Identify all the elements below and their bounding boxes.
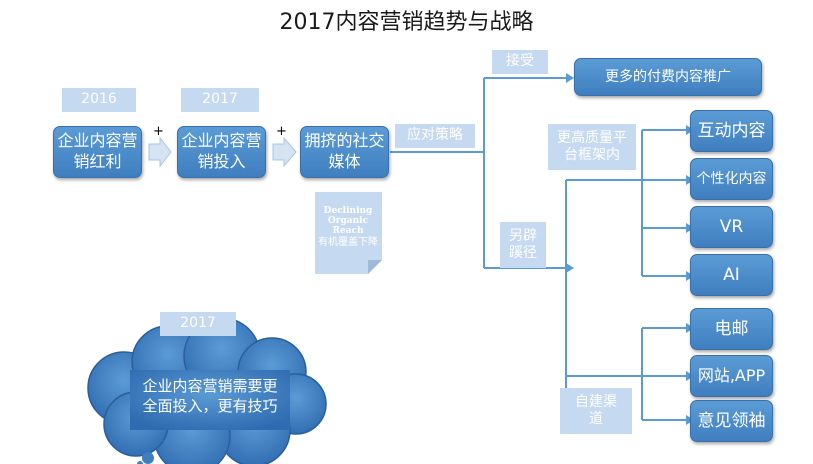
branch-accept: 接受	[492, 50, 548, 74]
flow-arrow-2	[272, 136, 297, 168]
stage-content-investment: 企业内容营销投入	[177, 126, 266, 178]
note-english: Declining Organic Reach	[323, 205, 373, 237]
stage-crowded-social: 拥挤的社交媒体	[300, 126, 389, 178]
year-tag-2017: 2017	[181, 88, 259, 112]
channel-item-email: 电邮	[690, 308, 773, 350]
plus-sign: +	[276, 124, 287, 139]
branch-own-channel: 自建渠道	[560, 388, 632, 434]
platform-item-personalized: 个性化内容	[690, 158, 773, 200]
declining-reach-note: Declining Organic Reach 有机覆盖下降	[317, 196, 379, 258]
cloud-shape	[87, 317, 327, 464]
platform-item-ai: AI	[690, 254, 773, 296]
channel-item-website-app: 网站,APP	[690, 355, 773, 397]
cloud-line-1: 企业内容营销需要更	[142, 377, 278, 395]
year-tag-2016: 2016	[62, 88, 136, 112]
note-chinese: 有机覆盖下降	[318, 236, 378, 248]
stage-content-dividend: 企业内容营销红利	[53, 126, 142, 178]
plus-sign: +	[153, 124, 164, 139]
flow-arrow-1	[148, 136, 172, 168]
paid-promotion-box: 更多的付费内容推广	[574, 58, 762, 96]
cloud-line-2: 全面投入，更有技巧	[142, 397, 278, 416]
branch-alternative: 另辟蹊径	[500, 222, 546, 268]
channel-item-influencer: 意见领袖	[690, 400, 773, 442]
strategy-label: 应对策略	[395, 124, 475, 148]
cloud-year-tag: 2017	[160, 312, 236, 336]
page-title: 2017内容营销趋势与战略	[279, 10, 534, 35]
cloud-summary: 企业内容营销需要更 全面投入，更有技巧	[100, 376, 320, 417]
platform-item-interactive: 互动内容	[690, 110, 773, 152]
branch-platform: 更高质量平台框架内	[548, 124, 636, 170]
platform-item-vr: VR	[690, 206, 773, 248]
